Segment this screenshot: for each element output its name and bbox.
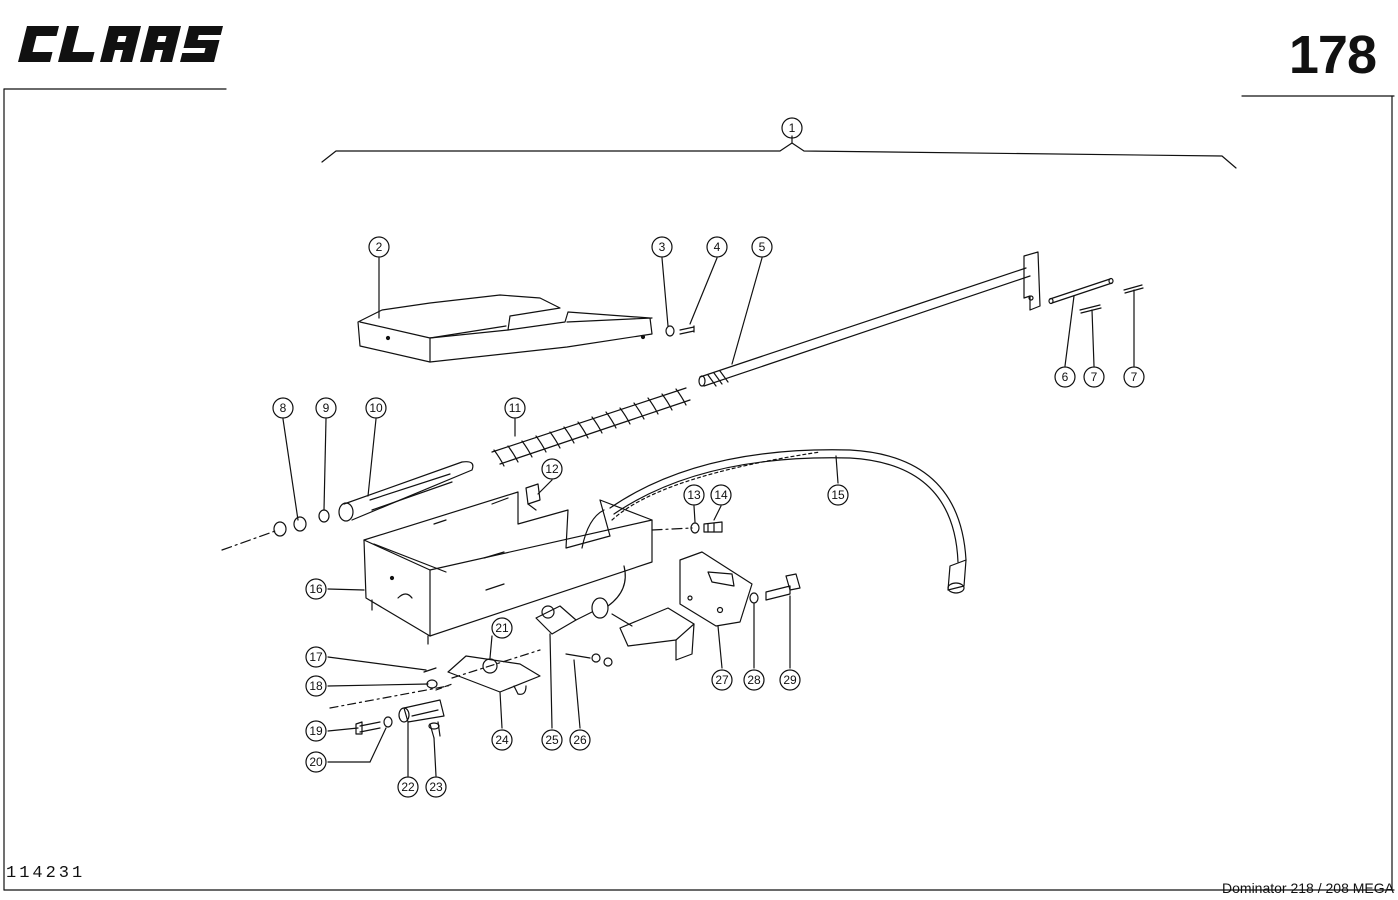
callout-20: 20	[309, 755, 323, 769]
callout-23: 23	[429, 780, 443, 794]
axis-line-clevis	[329, 685, 449, 709]
leader-lines	[282, 135, 1135, 777]
part-clip	[525, 483, 541, 511]
part-switch-bracket	[435, 655, 541, 695]
callout-27: 27	[715, 673, 729, 687]
part-washer-screw-top	[665, 325, 695, 337]
part-spring	[491, 387, 691, 467]
callout-17: 17	[309, 650, 323, 664]
part-washer-bolt-plate	[749, 573, 801, 604]
part-switch	[535, 565, 695, 661]
callout-13: 13	[687, 488, 701, 502]
callout-10: 10	[369, 401, 383, 415]
callout-9: 9	[323, 401, 330, 415]
part-clevis-assembly	[398, 667, 445, 739]
callout-4: 4	[714, 240, 721, 254]
callout-5: 5	[759, 240, 766, 254]
callout-1: 1	[789, 121, 796, 135]
part-guide-bar	[338, 461, 474, 522]
callout-7b: 7	[1131, 370, 1138, 384]
part-housing-box	[363, 451, 821, 645]
callout-28: 28	[747, 673, 761, 687]
part-bolt-washer-left	[355, 716, 393, 735]
callout-26: 26	[573, 733, 587, 747]
callout-7a: 7	[1091, 370, 1098, 384]
part-mounting-plate	[679, 551, 753, 627]
model-name: Dominator 218 / 208 MEGA	[1222, 880, 1394, 896]
callout-25: 25	[545, 733, 559, 747]
part-nuts-washer	[221, 509, 330, 551]
callout-2: 2	[376, 240, 383, 254]
claas-logo	[18, 26, 224, 62]
callout-circles	[272, 117, 1145, 798]
callout-22: 22	[401, 780, 415, 794]
part-washer-bolt-right	[651, 521, 723, 534]
callout-8: 8	[280, 401, 287, 415]
part-cover-plate	[357, 294, 653, 363]
page-number: 178	[1288, 25, 1377, 85]
axis-line-switch	[451, 649, 541, 679]
part-pin	[1048, 277, 1114, 305]
part-cable	[609, 449, 967, 594]
callout-16: 16	[309, 582, 323, 596]
part-screw-26	[565, 653, 613, 667]
callout-15: 15	[831, 488, 845, 502]
callout-18: 18	[309, 679, 323, 693]
callout-11: 11	[509, 401, 522, 415]
document-code: 114231	[6, 864, 86, 883]
callout-14: 14	[714, 488, 728, 502]
callout-29: 29	[783, 673, 797, 687]
assembly-bracket	[321, 142, 1237, 169]
callout-19: 19	[309, 724, 323, 738]
callout-24: 24	[495, 733, 509, 747]
callout-12: 12	[545, 462, 559, 476]
callout-3: 3	[659, 240, 666, 254]
callout-21: 21	[495, 621, 509, 635]
part-rod	[698, 251, 1041, 387]
callout-6: 6	[1062, 370, 1069, 384]
